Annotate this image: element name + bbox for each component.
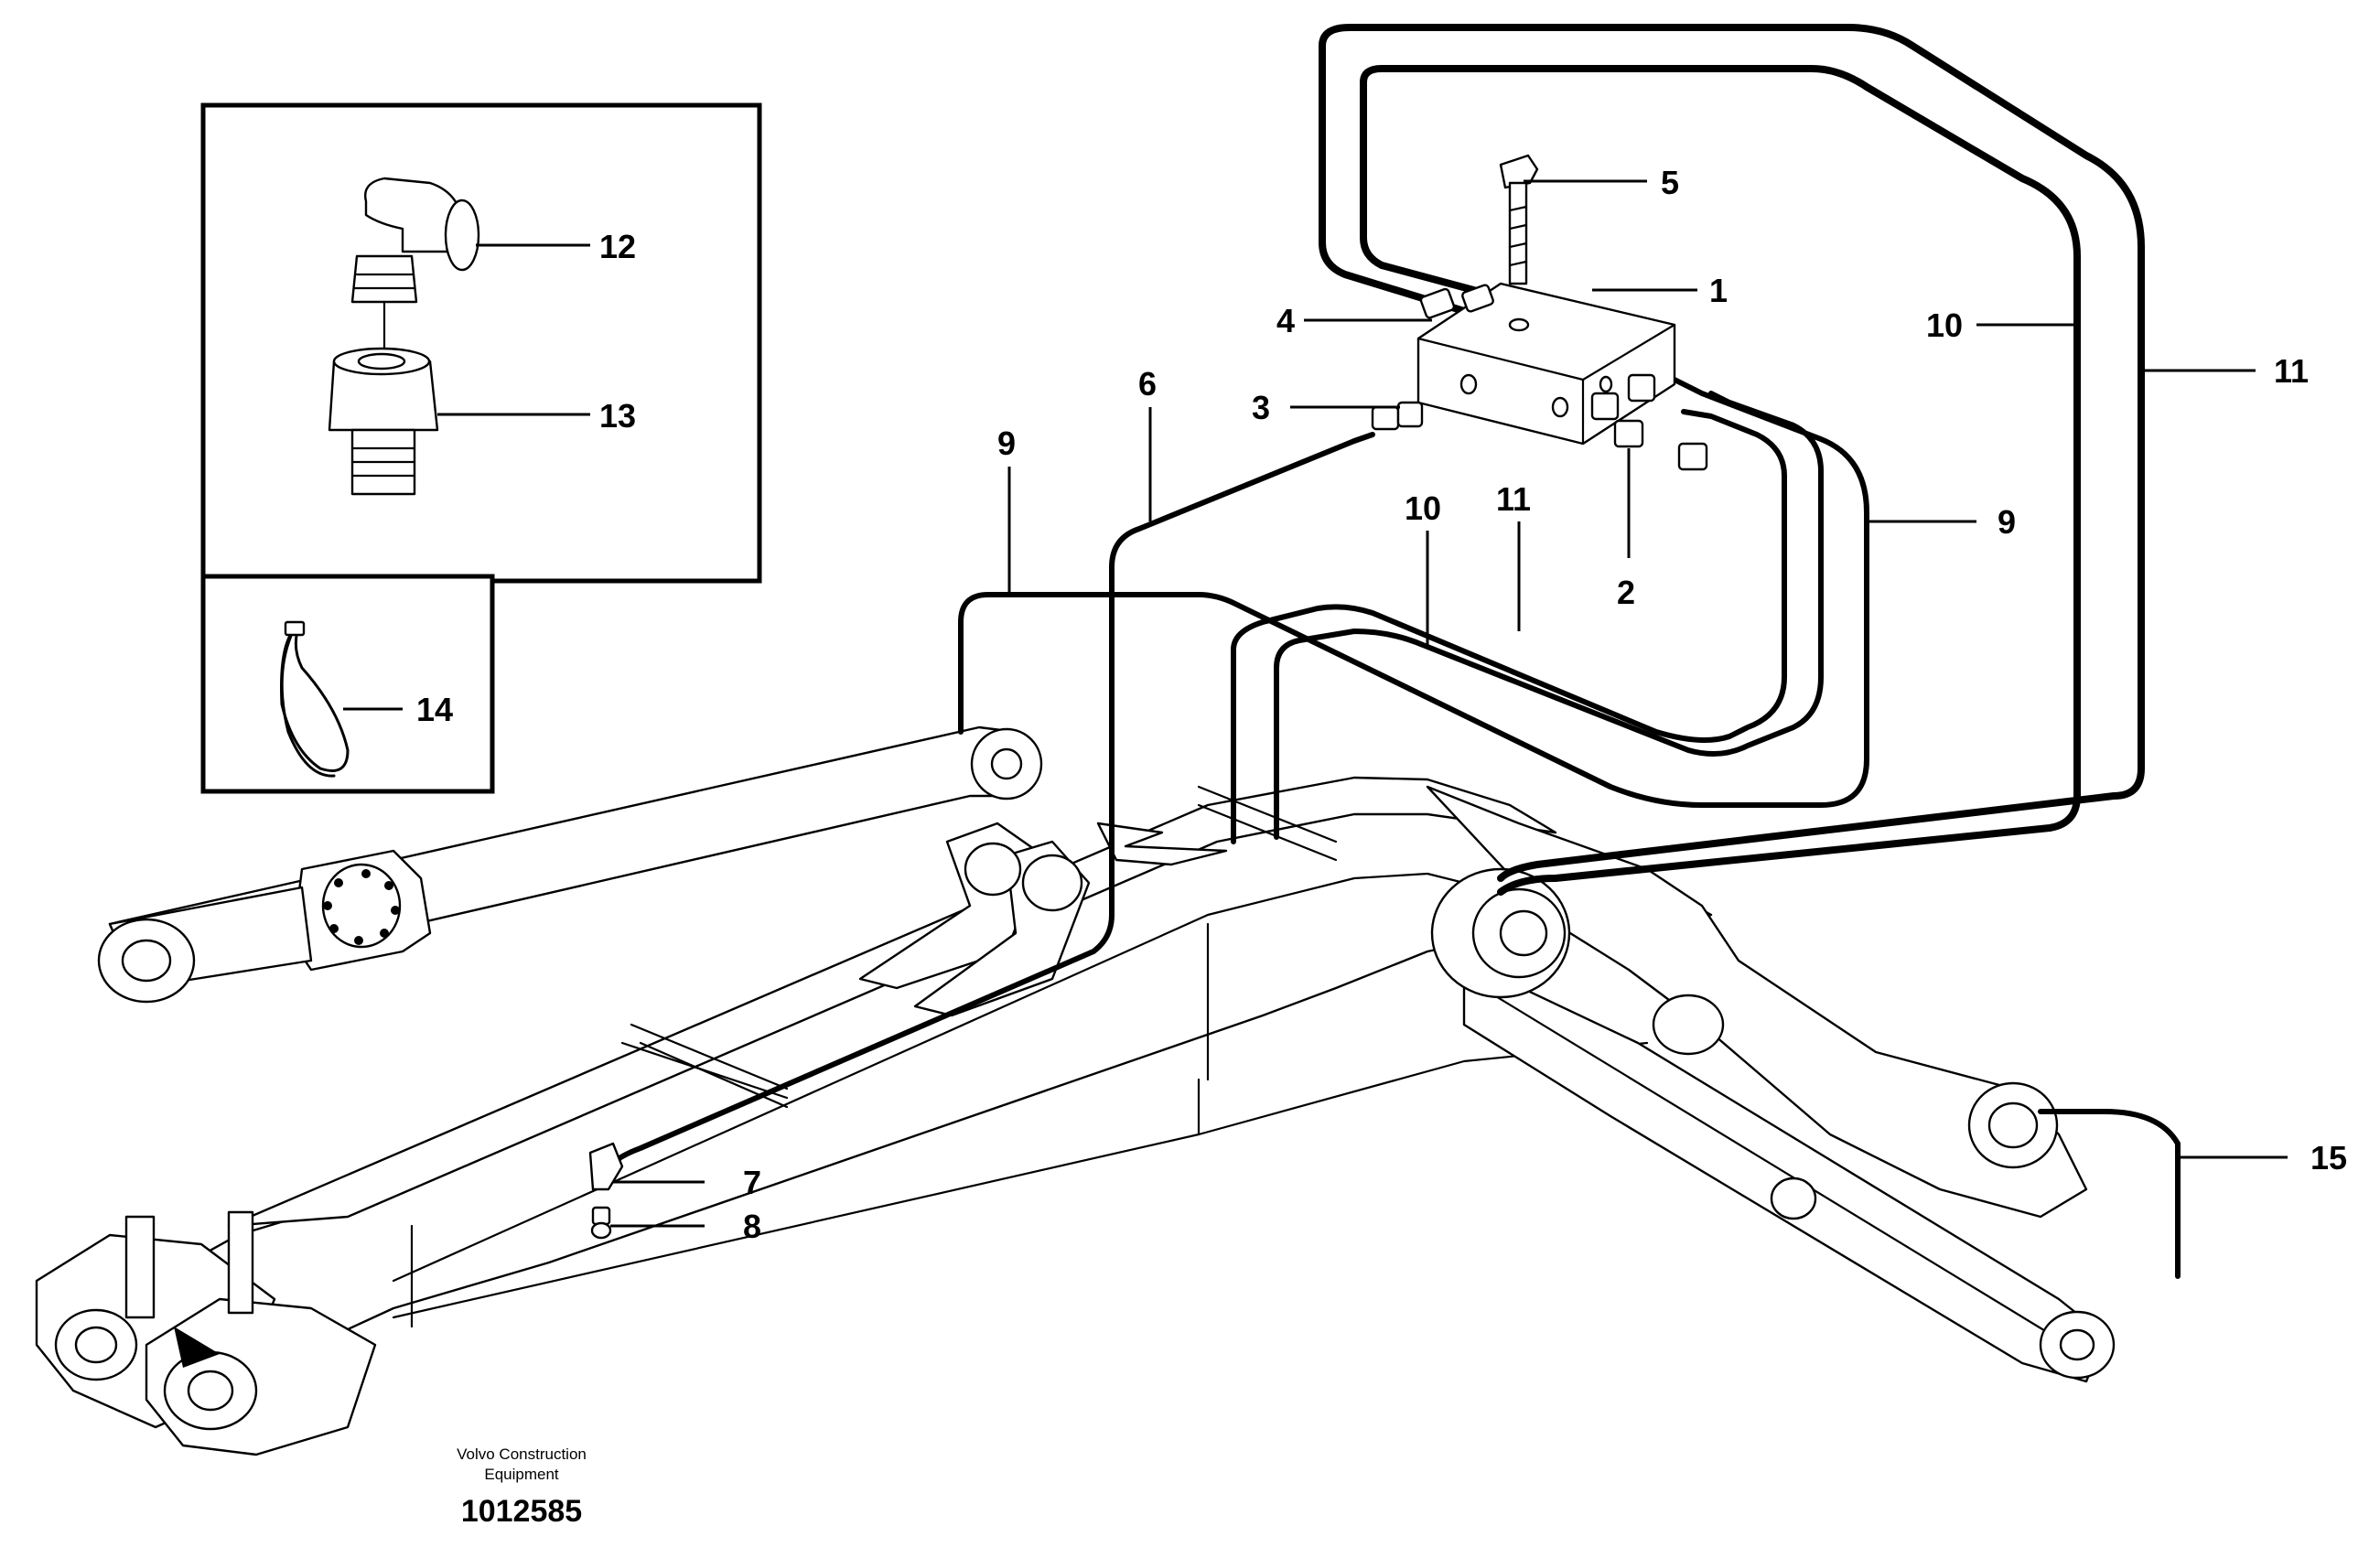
callout-4: 4 bbox=[1276, 302, 1295, 339]
callout-7: 7 bbox=[743, 1164, 761, 1201]
elbow-and-nipple bbox=[588, 1142, 624, 1240]
callout-9-right: 9 bbox=[1998, 503, 2016, 541]
callout-2: 2 bbox=[1617, 574, 1635, 611]
callout-11-right: 11 bbox=[2274, 352, 2309, 390]
callout-10-right: 10 bbox=[1926, 306, 1963, 344]
callout-9-left: 9 bbox=[997, 424, 1016, 462]
credit-line-2: Equipment bbox=[484, 1466, 559, 1483]
callout-14: 14 bbox=[416, 691, 453, 728]
callout-3: 3 bbox=[1252, 389, 1270, 426]
cable-tie-icon bbox=[280, 620, 350, 778]
callout-15: 15 bbox=[2310, 1139, 2347, 1177]
callout-1: 1 bbox=[1709, 272, 1728, 309]
callout-10-mid: 10 bbox=[1405, 489, 1441, 527]
leader-lines bbox=[343, 179, 2288, 1228]
callout-12: 12 bbox=[599, 228, 636, 265]
callout-11-mid: 11 bbox=[1496, 480, 1531, 518]
drawing-number: 1012585 bbox=[461, 1494, 582, 1529]
credit-block: Volvo Construction Equipment 1012585 bbox=[457, 1445, 587, 1529]
callout-8: 8 bbox=[743, 1208, 761, 1245]
callout-labels: 1 2 3 4 5 6 7 8 9 9 10 10 11 11 12 13 14… bbox=[416, 164, 2347, 1245]
excavator-boom bbox=[35, 725, 2116, 1456]
inset-box-fittings bbox=[200, 102, 762, 584]
inset-box-clamp bbox=[200, 574, 495, 794]
callout-5: 5 bbox=[1661, 164, 1679, 201]
block-fittings bbox=[1371, 284, 1708, 471]
callout-13: 13 bbox=[599, 397, 636, 435]
bolt bbox=[1499, 154, 1539, 285]
credit-line-1: Volvo Construction bbox=[457, 1445, 587, 1463]
callout-6: 6 bbox=[1138, 365, 1157, 403]
elbow-union-fitting-icon bbox=[328, 177, 480, 496]
cylinder-flange-bolts bbox=[323, 869, 400, 945]
